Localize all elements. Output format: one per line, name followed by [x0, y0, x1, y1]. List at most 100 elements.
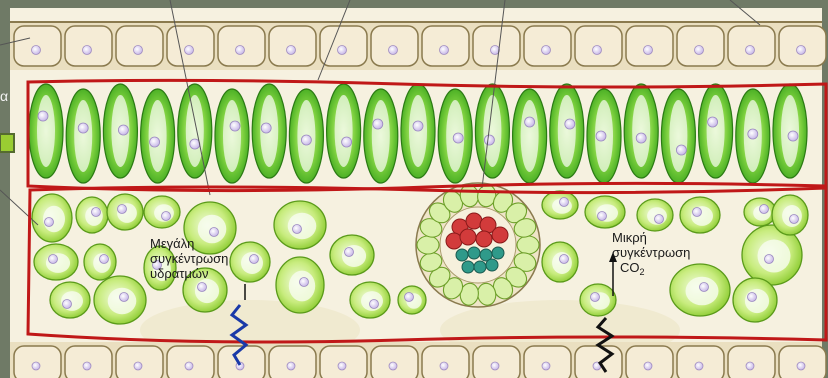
cell-nucleus: [134, 362, 142, 370]
cell-nucleus: [120, 293, 129, 302]
high-concentration-line1: Μεγάλη: [150, 236, 228, 251]
cell-nucleus: [525, 117, 535, 127]
high-concentration-line2: συγκέντρωση: [150, 251, 228, 266]
cell-nucleus: [655, 215, 664, 224]
cell-nucleus: [440, 46, 449, 55]
left-edge-letter: α: [0, 88, 8, 104]
phloem-cell: [474, 261, 486, 273]
upper-epidermis: [10, 22, 826, 70]
cell-nucleus: [797, 46, 806, 55]
low-concentration-line2: συγκέντρωση: [612, 245, 690, 260]
xylem-vessel: [466, 213, 482, 229]
phloem-cell: [456, 249, 468, 261]
cell-nucleus: [78, 123, 88, 133]
phloem-cell: [486, 259, 498, 271]
cell-nucleus: [370, 300, 379, 309]
cell-nucleus: [236, 46, 245, 55]
cell-nucleus: [765, 255, 774, 264]
cell-nucleus: [185, 362, 193, 370]
cell-nucleus: [593, 46, 602, 55]
cell-nucleus: [134, 46, 143, 55]
cell-nucleus: [293, 225, 302, 234]
cell-nucleus: [797, 362, 805, 370]
cell-nucleus: [342, 137, 352, 147]
cell-nucleus: [695, 362, 703, 370]
vacuole: [669, 100, 687, 172]
cell-nucleus: [746, 362, 754, 370]
vacuole: [149, 100, 167, 172]
cell-nucleus: [746, 46, 755, 55]
phloem-cell: [468, 247, 480, 259]
vacuole: [632, 95, 650, 167]
cell-nucleus: [644, 362, 652, 370]
cell-nucleus: [440, 362, 448, 370]
cell-nucleus: [32, 362, 40, 370]
bundle-sheath-cell: [417, 236, 439, 254]
cell-nucleus: [453, 133, 463, 143]
cell-nucleus: [636, 133, 646, 143]
vacuole: [288, 213, 317, 239]
cell-nucleus: [413, 121, 423, 131]
cell-nucleus: [49, 255, 58, 264]
vacuole: [223, 100, 241, 172]
vacuole: [558, 95, 576, 167]
cell-nucleus: [198, 283, 207, 292]
cell-nucleus: [560, 255, 569, 264]
cell-nucleus: [338, 362, 346, 370]
cell-nucleus: [693, 208, 702, 217]
cell-nucleus: [748, 129, 758, 139]
phloem-cell: [492, 247, 504, 259]
cell-nucleus: [301, 135, 311, 145]
cell-nucleus: [676, 145, 686, 155]
cell-nucleus: [83, 362, 91, 370]
cell-nucleus: [230, 121, 240, 131]
vacuole: [186, 95, 204, 167]
xylem-vessel: [446, 233, 462, 249]
cell-nucleus: [38, 111, 48, 121]
cell-nucleus: [695, 46, 704, 55]
xylem-vessel: [492, 227, 508, 243]
cell-nucleus: [250, 255, 259, 264]
cell-nucleus: [700, 283, 709, 292]
co2-subscript: 2: [640, 267, 645, 277]
low-concentration-label: Μικρή συγκέντρωση CO2: [612, 230, 690, 277]
cell-nucleus: [185, 46, 194, 55]
cell-nucleus: [790, 215, 799, 224]
cell-nucleus: [591, 293, 600, 302]
cell-nucleus: [389, 46, 398, 55]
phloem-cell: [462, 261, 474, 273]
cell-nucleus: [118, 125, 128, 135]
cell-nucleus: [788, 131, 798, 141]
xylem-vessel: [460, 229, 476, 245]
cell-nucleus: [63, 300, 72, 309]
cell-nucleus: [45, 218, 54, 227]
cell-nucleus: [83, 46, 92, 55]
low-concentration-line3: CO2: [612, 260, 690, 277]
vacuole: [335, 95, 353, 167]
vacuole: [372, 100, 390, 172]
vacuole: [707, 95, 725, 167]
cell-nucleus: [261, 123, 271, 133]
lower-epidermis: [10, 342, 826, 378]
vacuole: [745, 289, 769, 313]
cell-nucleus: [542, 362, 550, 370]
vascular-bundle: [416, 183, 540, 307]
vacuole: [342, 245, 366, 267]
bundle-sheath-cell: [517, 236, 539, 254]
cell-nucleus: [565, 119, 575, 129]
cell-nucleus: [596, 131, 606, 141]
cell-nucleus: [32, 46, 41, 55]
left-marker-icon: [0, 134, 14, 152]
high-concentration-label: Μεγάλη συγκέντρωση υδρατμών: [150, 236, 228, 281]
cell-nucleus: [345, 248, 354, 257]
cell-nucleus: [542, 46, 551, 55]
cell-nucleus: [338, 46, 347, 55]
vacuole: [781, 95, 799, 167]
vacuole: [758, 240, 791, 273]
low-concentration-line1: Μικρή: [612, 230, 690, 245]
xylem-vessel: [476, 231, 492, 247]
cell-nucleus: [760, 205, 769, 214]
cell-nucleus: [560, 198, 569, 207]
